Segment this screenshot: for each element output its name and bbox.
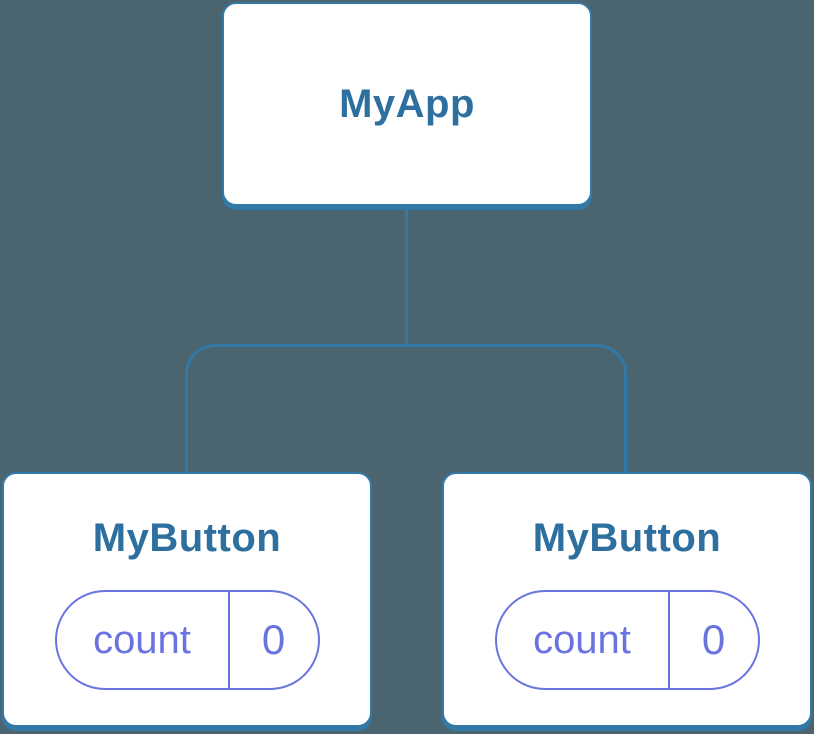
child-node-label: MyButton (92, 516, 282, 560)
state-key-label: count (497, 592, 670, 688)
state-key-label: count (57, 592, 230, 688)
child-node-label: MyButton (532, 516, 722, 560)
tree-node-child-right: MyButton count 0 (442, 472, 812, 727)
state-value-label: 0 (701, 616, 726, 663)
state-pill: count 0 (54, 590, 320, 690)
tree-node-root: MyApp (222, 2, 592, 206)
root-node-label: MyApp (339, 82, 475, 126)
connector-stem-line (405, 210, 408, 347)
state-pill: count 0 (494, 590, 760, 690)
connector-branch-line (185, 344, 627, 472)
state-value-label: 0 (261, 616, 286, 663)
tree-node-child-left: MyButton count 0 (2, 472, 372, 727)
